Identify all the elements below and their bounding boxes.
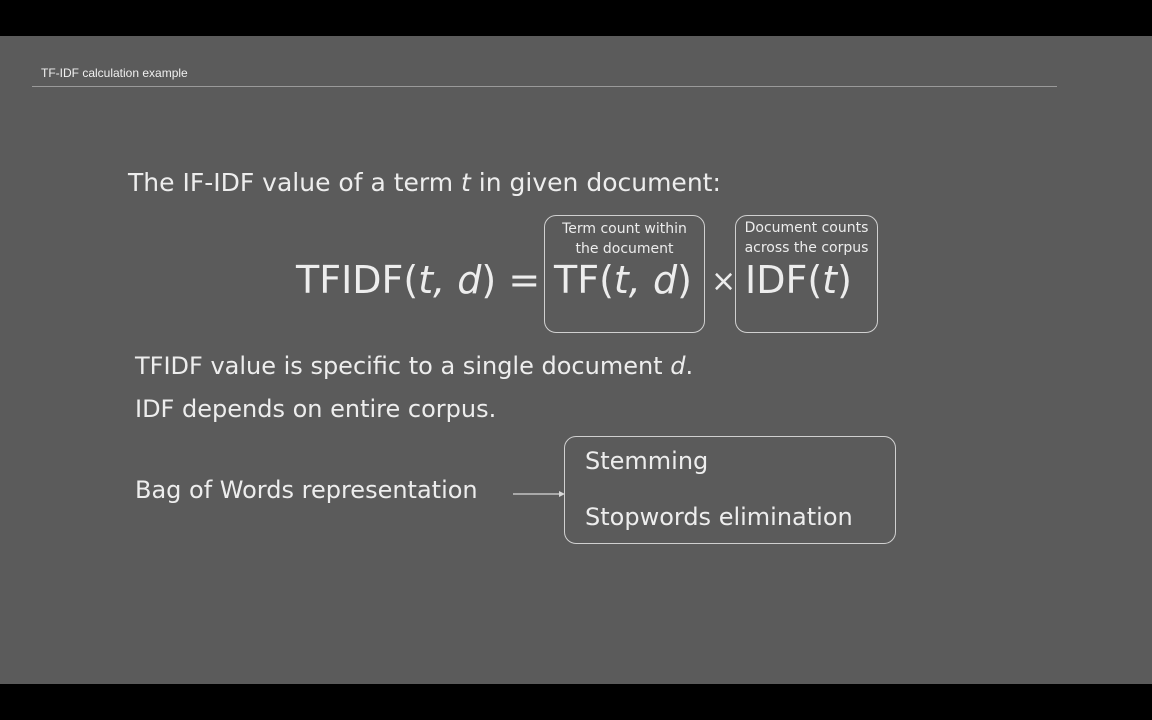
formula-lhs-vars: t, d	[418, 258, 482, 302]
statement-line1-var: d	[670, 352, 686, 380]
tf-note-line1: Term count within	[562, 221, 687, 237]
arrow-right-icon	[513, 491, 565, 497]
formula-tf-vars: t, d	[613, 258, 678, 302]
step-stopwords-elimination: Stopwords elimination	[585, 503, 853, 531]
slide: TF-IDF calculation example The IF-IDF va…	[0, 36, 1152, 684]
formula-idf-close: )	[837, 258, 852, 302]
tf-term-box	[544, 215, 705, 333]
formula-idf-open: IDF(	[745, 258, 823, 302]
idf-note-line2: across the corpus	[744, 240, 869, 256]
formula-tf-open: TF(	[554, 258, 614, 302]
formula-idf-term: IDF(t)	[745, 258, 852, 302]
intro-prefix: The IF-IDF value of a term	[128, 168, 462, 197]
bag-of-words-label: Bag of Words representation	[135, 476, 478, 504]
slide-header-title: TF-IDF calculation example	[41, 66, 188, 80]
idf-term-box	[735, 215, 878, 333]
preprocessing-steps-box	[564, 436, 896, 544]
formula-tf-term: TF(t, d)	[554, 258, 692, 302]
letterbox-bottom	[0, 684, 1152, 720]
intro-variable: t	[461, 168, 471, 197]
step-stemming: Stemming	[585, 447, 709, 475]
statement-tfidf-specific: TFIDF value is specific to a single docu…	[135, 352, 693, 380]
header-divider	[32, 86, 1057, 87]
idf-note: Document counts across the corpus	[735, 218, 878, 258]
formula-lhs-close: ) =	[481, 258, 541, 302]
formula-idf-var: t	[822, 258, 838, 302]
letterbox-top	[0, 0, 1152, 36]
intro-suffix: in given document:	[470, 168, 721, 197]
statement-idf-corpus: IDF depends on entire corpus.	[135, 395, 497, 423]
formula-lhs-open: TFIDF(	[296, 258, 419, 302]
intro-sentence: The IF-IDF value of a term t in given do…	[128, 168, 721, 197]
multiply-sign: ×	[711, 264, 737, 299]
statement-line1-text: TFIDF value is specific to a single docu…	[135, 352, 671, 380]
statement-line1-end: .	[685, 352, 694, 380]
tf-note-line2: the document	[575, 241, 674, 257]
idf-note-line1: Document counts	[744, 220, 869, 236]
formula-lhs: TFIDF(t, d) =	[296, 258, 540, 302]
formula-tf-close: )	[677, 258, 692, 302]
tf-note: Term count within the document	[544, 219, 705, 259]
